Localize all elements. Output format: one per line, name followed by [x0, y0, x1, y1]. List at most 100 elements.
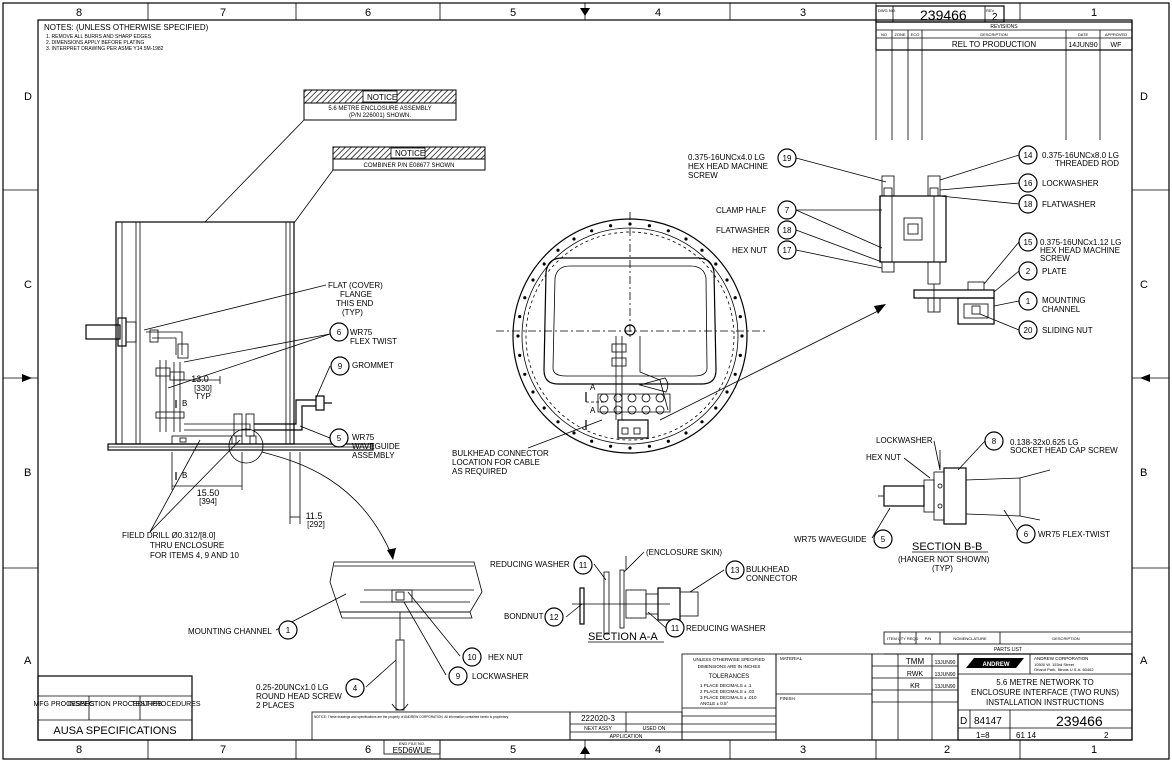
svg-text:2: 2: [1026, 267, 1031, 276]
callout-text: MOUNTING: [1042, 296, 1086, 305]
svg-text:11: 11: [671, 624, 680, 633]
parts-col: P/N: [925, 636, 932, 641]
item-balloon: 10: [462, 647, 482, 667]
zone-letter: C: [1140, 279, 1148, 291]
svg-text:5: 5: [337, 434, 342, 443]
enclosure-stud: [725, 390, 729, 394]
enclosure-stud: [700, 248, 704, 252]
enclosure-stud: [572, 237, 576, 241]
item-balloon: 17: [777, 240, 797, 260]
zone-number: 7: [220, 744, 226, 756]
enclosure-stud: [518, 353, 522, 357]
notice-box-2: NOTICE COMBINER P/N E08677 SHOWN: [332, 146, 486, 171]
callout-text: MOUNTING CHANNEL: [188, 627, 273, 636]
enclosure-stud: [714, 406, 718, 410]
parts-col: ITEM: [887, 636, 897, 641]
callout-text: HEX HEAD MACHINE: [1040, 246, 1120, 255]
process-col: MFG PROCESSES: [33, 701, 94, 708]
enclosure-stud: [738, 353, 742, 357]
zone-letter: B: [24, 467, 31, 479]
application-label: APPLICATION: [610, 734, 643, 740]
section-title: SECTION B-B: [912, 541, 982, 553]
item-balloon: 12: [544, 607, 564, 627]
callout-text: REDUCING WASHER: [490, 560, 570, 569]
item-balloon: 1: [1018, 291, 1038, 311]
item-balloon: 18: [777, 220, 797, 240]
zone-number: 2: [944, 744, 950, 756]
svg-text:19: 19: [783, 154, 792, 163]
item-balloon: 18: [1018, 194, 1038, 214]
zone-number: 8: [76, 744, 82, 756]
item-balloon: 8: [984, 431, 1004, 451]
callout-text: WR75 WAVEGUIDE: [794, 535, 866, 544]
tolerance-line: DIMENSIONS ARE IN INCHES: [698, 664, 761, 669]
callout-text: AS REQUIRED: [452, 467, 507, 476]
zone-letter: D: [1140, 91, 1148, 103]
mounting-channel-detail: [329, 561, 483, 711]
callout-text: SOCKET HEAD CAP SCREW: [1010, 446, 1118, 455]
section-title: SECTION A-A: [588, 631, 658, 643]
dimension-text: 13.0: [191, 374, 209, 384]
callout-text: FLATWASHER: [1042, 200, 1096, 209]
callout-text: (HANGER NOT SHOWN): [898, 555, 990, 564]
zone-letter: D: [24, 91, 32, 103]
rev-col-header: ZONE: [894, 32, 905, 37]
zone-number: 3: [800, 7, 806, 19]
callout-text: WR75: [350, 328, 373, 337]
revision-block: DWG NO. 239466 REV 2 REVISIONS NO ZONE E…: [875, 5, 1133, 140]
notes-block: NOTES: (UNLESS OTHERWISE SPECIFIED) 1. R…: [44, 23, 209, 52]
rev-col-header: ECO: [911, 32, 920, 37]
svg-text:7: 7: [785, 206, 790, 215]
callout-text: LOCKWASHER: [472, 672, 529, 681]
enclosure-stud: [647, 444, 652, 448]
zone-number: 5: [510, 744, 516, 756]
enclosure-stud: [684, 431, 688, 435]
tolerance-item: ANGLE ± 0.5°: [700, 701, 728, 706]
dimension-text: [394]: [199, 497, 217, 506]
svg-text:12: 12: [550, 613, 559, 622]
title-line: 5.6 METRE NETWORK TO: [996, 678, 1094, 687]
parts-col: NOMENCLATURE: [953, 636, 987, 641]
callout-text: FIELD DRILL Ø0.312/[8.0]: [122, 531, 216, 540]
date-value: 13JUN90: [935, 684, 956, 690]
svg-text:9: 9: [456, 672, 461, 681]
svg-text:20: 20: [1024, 326, 1033, 335]
notes-heading: NOTES: (UNLESS OTHERWISE SPECIFIED): [44, 23, 209, 32]
enclosure-stud: [700, 420, 704, 424]
drawn-by: TMM: [906, 657, 925, 666]
enclosure-side-view: [85, 221, 396, 560]
item-balloon: 20: [1018, 320, 1038, 340]
enclosure-stud: [725, 278, 729, 282]
eng-by: KR: [910, 683, 920, 690]
tolerance-heading: TOLERANCES: [709, 674, 750, 680]
section-a-detail: [572, 556, 699, 635]
dimension-text: TYP: [195, 392, 211, 401]
view-mark: A: [590, 383, 596, 392]
callout-text: 0.375-16UNCx1.12 LG: [1040, 238, 1121, 247]
callout-text: HEX NUT: [488, 653, 523, 662]
title-block: NOTICE: These drawings and specification…: [311, 631, 1133, 755]
svg-text:9: 9: [338, 362, 343, 371]
code-value: 84147: [974, 716, 1002, 727]
svg-text:1: 1: [286, 626, 291, 635]
svg-text:15: 15: [1024, 238, 1033, 247]
callout-text: GROMMET: [352, 361, 394, 370]
svg-text:16: 16: [1024, 179, 1033, 188]
tolerance-item: 2 PLACE DECIMALS ± .03: [700, 689, 754, 694]
tolerance-item: 3 PLACE DECIMALS ± .010: [700, 695, 757, 700]
callout-text: 0.25-20UNCx1.0 LG: [256, 683, 328, 692]
enclosure-stud: [609, 224, 613, 228]
date-value: 13JUN90: [935, 672, 956, 678]
callout-text: CONNECTOR: [746, 574, 798, 583]
item-balloon: 4: [345, 678, 365, 698]
enclosure-stud: [740, 334, 744, 338]
item-balloon: 7: [777, 200, 797, 220]
zone-letter: A: [24, 655, 32, 667]
checked-by: RWK: [907, 671, 924, 678]
enclosure-stud: [666, 439, 670, 443]
rev-description: REL TO PRODUCTION: [952, 40, 1037, 49]
item-balloon: 15: [1018, 232, 1038, 252]
callout-text: (TYP): [342, 308, 363, 317]
enclosure-stud: [523, 296, 527, 300]
